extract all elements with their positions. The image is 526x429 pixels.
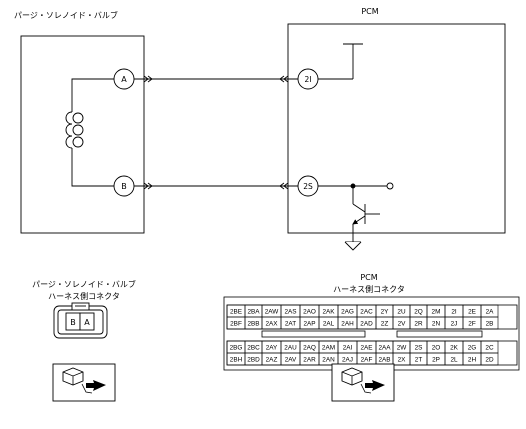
pcm-pin-label: 2J bbox=[451, 321, 458, 328]
pcm-pin-label: 2AI bbox=[343, 345, 353, 352]
pcm-terminal-2s-label: 2S bbox=[303, 182, 313, 191]
pcm-connector-pins: 2BE 2BA 2AW 2AS 2AO 2AK 2AG 2AC 2Y 2U 2Q 2M 2I 2E 2A 2B… bbox=[226, 304, 499, 366]
pcm-pin-label: 2D bbox=[485, 357, 494, 364]
solenoid-coil bbox=[65, 78, 116, 187]
pcm-pin-label: 2AZ bbox=[266, 357, 278, 364]
pcm-box bbox=[287, 23, 506, 234]
harness-connector-view-icon bbox=[331, 363, 395, 402]
pcm-pin-label: 2Z bbox=[381, 321, 389, 328]
pcm-pin-label: 2AM bbox=[322, 345, 335, 352]
harness-connector-view-icon bbox=[52, 363, 116, 402]
pcm-pin-label: 2BA bbox=[247, 309, 260, 316]
pcm-pin-label: 2AD bbox=[360, 321, 373, 328]
solenoid-connector-title-1: パージ・ソレノイド・バルブ bbox=[32, 279, 136, 289]
pcm-pin-label: 2S bbox=[415, 345, 423, 352]
wire-a-to-2i bbox=[134, 75, 298, 83]
pcm-pin-label: 2O bbox=[432, 345, 441, 352]
pcm-pin-label: 2AQ bbox=[303, 345, 316, 352]
pcm-pin-label: 2W bbox=[397, 345, 408, 352]
pcm-pin-label: 2BD bbox=[247, 357, 260, 364]
solenoid-connector-title-2: ハーネス側コネクタ bbox=[48, 291, 120, 301]
pcm-pin-label: 2B bbox=[486, 321, 494, 328]
pcm-pin-label: 2AS bbox=[284, 309, 296, 316]
pcm-pin-label: 2AL bbox=[323, 321, 335, 328]
pcm-pin-label: 2N bbox=[432, 321, 441, 328]
pcm-pin-label: 2C bbox=[485, 345, 494, 352]
solenoid-connector-face bbox=[53, 302, 108, 339]
pcm-pin-label: 2F bbox=[468, 321, 476, 328]
solenoid-connector-pin-a: A bbox=[84, 318, 90, 327]
pcm-pin-label: 2AO bbox=[303, 309, 316, 316]
pcm-pin-label: 2AA bbox=[378, 345, 391, 352]
pcm-pin-label: 2R bbox=[414, 321, 423, 328]
pcm-pin-label: 2I bbox=[451, 309, 457, 316]
pcm-pin-label: 2AB bbox=[378, 357, 390, 364]
pcm-pin-label: 2G bbox=[468, 345, 477, 352]
pcm-pin-label: 2M bbox=[432, 309, 441, 316]
pcm-title: PCM bbox=[361, 7, 378, 16]
pcm-pin-label: 2X bbox=[398, 357, 407, 364]
pcm-pin-label: 2BE bbox=[230, 309, 242, 316]
pcm-pin-label: 2A bbox=[486, 309, 495, 316]
pcm-pin-label: 2U bbox=[397, 309, 406, 316]
pcm-pin-label: 2P bbox=[432, 357, 440, 364]
solenoid-terminal-a-label: A bbox=[121, 75, 127, 84]
wire-b-to-2s bbox=[134, 182, 298, 190]
pcm-pin-label: 2V bbox=[398, 321, 407, 328]
pcm-power-line bbox=[318, 43, 363, 80]
solenoid-box bbox=[20, 35, 145, 234]
pcm-pin-label: 2H bbox=[468, 357, 477, 364]
pcm-pin-label: 2K bbox=[450, 345, 459, 352]
pcm-pin-label: 2AU bbox=[284, 345, 297, 352]
pcm-pin-label: 2AC bbox=[360, 309, 373, 316]
pcm-pin-label: 2Y bbox=[381, 309, 390, 316]
pcm-pin-label: 2AE bbox=[360, 345, 372, 352]
pcm-connector-title-1: PCM bbox=[360, 273, 377, 282]
solenoid-connector-pin-b: B bbox=[70, 318, 76, 327]
pcm-pin-label: 2AN bbox=[322, 357, 335, 364]
pcm-pin-label: 2BF bbox=[230, 321, 242, 328]
pcm-pin-label: 2BH bbox=[230, 357, 243, 364]
pcm-pin-label: 2AG bbox=[341, 309, 354, 316]
pcm-pin-label: 2E bbox=[468, 309, 476, 316]
pcm-connector-title-2: ハーネス側コネクタ bbox=[333, 284, 405, 294]
pcm-pin-label: 2BG bbox=[230, 345, 243, 352]
pcm-pin-label: 2AW bbox=[265, 309, 280, 316]
pcm-pin-label: 2AY bbox=[266, 345, 278, 352]
pcm-pin-label: 2AX bbox=[265, 321, 278, 328]
pcm-pin-label: 2BC bbox=[247, 345, 260, 352]
pcm-pin-label: 2T bbox=[415, 357, 423, 364]
solenoid-title: パージ・ソレノイド・バルブ bbox=[14, 10, 118, 20]
pcm-pin-label: 2BB bbox=[247, 321, 259, 328]
pcm-pin-label: 2AR bbox=[303, 357, 316, 364]
pcm-pin-label: 2AT bbox=[285, 321, 296, 328]
pcm-pin-label: 2AK bbox=[322, 309, 335, 316]
pcm-pin-label: 2AJ bbox=[342, 357, 353, 364]
pcm-terminal-2i-label: 2I bbox=[305, 75, 312, 84]
pcm-pin-label: 2AF bbox=[361, 357, 373, 364]
pcm-pin-cell bbox=[480, 316, 499, 330]
pcm-driver-circuit bbox=[318, 182, 394, 251]
pcm-pin-label: 2AV bbox=[285, 357, 297, 364]
pcm-pin-label: 2Q bbox=[414, 309, 423, 316]
pcm-pin-label: 2L bbox=[450, 357, 458, 364]
solenoid-terminal-b-label: B bbox=[121, 182, 127, 191]
pcm-pin-label: 2AP bbox=[303, 321, 315, 328]
pcm-pin-cell bbox=[480, 352, 499, 366]
pcm-pin-label: 2AH bbox=[341, 321, 354, 328]
